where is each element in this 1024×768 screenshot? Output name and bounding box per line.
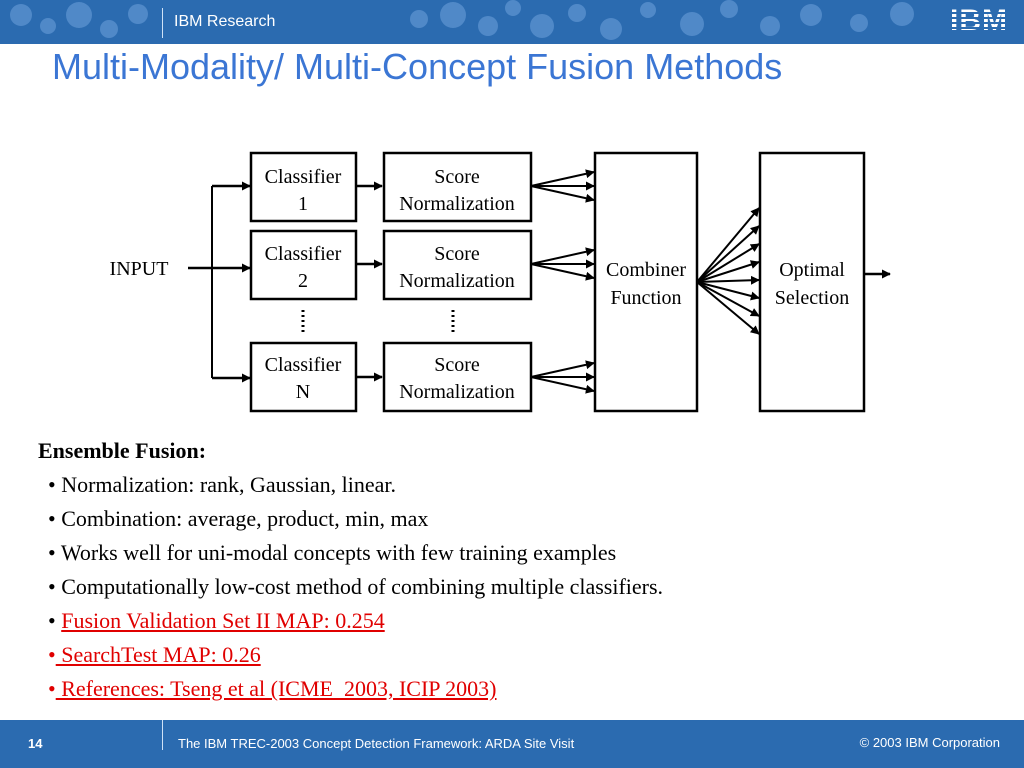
copyright: © 2003 IBM Corporation bbox=[859, 735, 1000, 750]
decorative-dot bbox=[680, 12, 704, 36]
page-number: 14 bbox=[28, 736, 43, 751]
decorative-dot bbox=[40, 18, 56, 34]
normalization-label: Score bbox=[434, 354, 480, 376]
bullet-text: Works well for uni-modal concepts with f… bbox=[60, 540, 617, 565]
decorative-dot bbox=[10, 4, 32, 26]
decorative-dot bbox=[410, 10, 428, 28]
references-link[interactable]: References: Tseng et al (ICME 2003, ICIP… bbox=[55, 676, 497, 701]
bullet-item: • SearchTest MAP: 0.26 bbox=[48, 642, 261, 667]
combiner-label: Combiner bbox=[606, 259, 686, 281]
decorative-dot bbox=[850, 14, 868, 32]
selection-label: Optimal bbox=[779, 259, 845, 281]
footer-text: The IBM TREC-2003 Concept Detection Fram… bbox=[178, 736, 575, 751]
classifier-index: N bbox=[296, 381, 310, 403]
searchtest-link[interactable]: SearchTest MAP: 0.26 bbox=[55, 642, 261, 667]
input-label: INPUT bbox=[110, 258, 169, 280]
header-bar: IBM Research IBM bbox=[0, 0, 1024, 44]
normalization-label: Normalization bbox=[399, 381, 515, 403]
header-divider bbox=[162, 8, 163, 38]
decorative-dot bbox=[440, 2, 466, 28]
combiner-to-selection-arrows bbox=[696, 207, 760, 335]
normalization-label: Normalization bbox=[399, 270, 515, 292]
optimal-selection-box: Optimal Selection bbox=[758, 151, 866, 413]
selection-label: Selection bbox=[775, 287, 849, 309]
classifier-box: Classifier N bbox=[249, 341, 358, 413]
decorative-dot bbox=[640, 2, 656, 18]
bullet-item: • Normalization: rank, Gaussian, linear. bbox=[48, 472, 396, 497]
normalization-label: Score bbox=[434, 166, 480, 188]
classifier-box: Classifier 2 bbox=[249, 229, 358, 301]
fusion-validation-link[interactable]: Fusion Validation Set II MAP: 0.254 bbox=[61, 608, 385, 633]
classifier-index: 1 bbox=[298, 193, 308, 215]
decorative-dot bbox=[760, 16, 780, 36]
decorative-dot bbox=[568, 4, 586, 22]
bullet-text: Normalization: rank, Gaussian, linear. bbox=[61, 472, 396, 497]
combiner-function-box: Combiner Function bbox=[593, 151, 699, 413]
score-normalization-box: Score Normalization bbox=[382, 151, 533, 223]
section-heading: Ensemble Fusion: bbox=[38, 438, 207, 463]
decorative-dot bbox=[128, 4, 148, 24]
combiner-label: Function bbox=[610, 287, 681, 309]
score-normalization-box: Score Normalization bbox=[382, 229, 533, 301]
classifier-label: Classifier bbox=[265, 354, 342, 376]
bullet-item: • References: Tseng et al (ICME 2003, IC… bbox=[48, 676, 497, 701]
decorative-dot bbox=[66, 2, 92, 28]
fusion-diagram: INPUT Classifier 1 Classifier 2 Classifi… bbox=[110, 151, 891, 413]
decorative-dot bbox=[478, 16, 498, 36]
normalization-label: Normalization bbox=[399, 193, 515, 215]
decorative-dot bbox=[800, 4, 822, 26]
decorative-dot bbox=[530, 14, 554, 38]
bullet-text: Computationally low-cost method of combi… bbox=[61, 574, 664, 599]
bullet-text: Combination: average, product, min, max bbox=[61, 506, 429, 531]
decorative-dot bbox=[600, 18, 622, 40]
norm-to-combiner-arrows bbox=[530, 169, 595, 394]
classifier-label: Classifier bbox=[265, 243, 342, 265]
score-normalization-box: Score Normalization bbox=[382, 341, 533, 413]
decorative-dot bbox=[720, 0, 738, 18]
content-block: Ensemble Fusion: • Normalization: rank, … bbox=[38, 434, 663, 706]
classifier-index: 2 bbox=[298, 270, 308, 292]
header-title: IBM Research bbox=[174, 13, 276, 30]
normalization-label: Score bbox=[434, 243, 480, 265]
slide-title: Multi-Modality/ Multi-Concept Fusion Met… bbox=[52, 46, 783, 87]
bullet-item: • Works well for uni-modal concepts with… bbox=[48, 540, 617, 565]
classifier-box: Classifier 1 bbox=[249, 151, 358, 223]
footer-bar: 14 The IBM TREC-2003 Concept Detection F… bbox=[0, 720, 1024, 768]
bullet-item: • Combination: average, product, min, ma… bbox=[48, 506, 429, 531]
bullet-item: • Computationally low-cost method of com… bbox=[48, 574, 664, 599]
decorative-dot bbox=[505, 0, 521, 16]
ibm-logo: IBM bbox=[950, 4, 1008, 37]
decorative-dot bbox=[100, 20, 118, 38]
footer-divider bbox=[162, 720, 163, 750]
classifier-label: Classifier bbox=[265, 166, 342, 188]
decorative-dot bbox=[890, 2, 914, 26]
bullet-item: • Fusion Validation Set II MAP: 0.254 bbox=[48, 608, 385, 633]
